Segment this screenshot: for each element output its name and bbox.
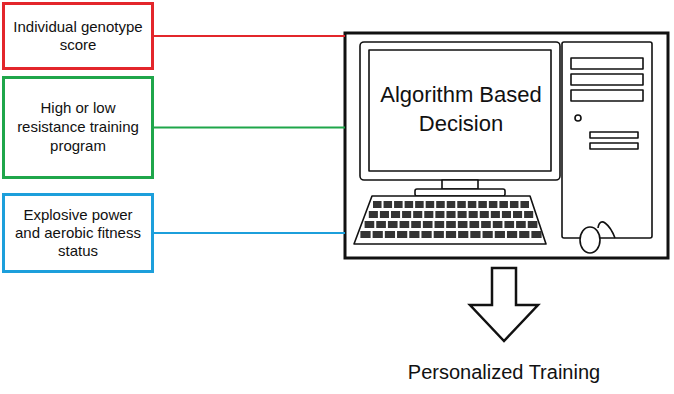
key [480,211,489,218]
key [493,221,503,228]
drive-bay [571,58,643,69]
key [513,211,522,218]
tower-case [562,42,652,238]
key [507,231,517,238]
key [365,221,375,228]
power-button [575,115,581,121]
connector-line [154,35,345,37]
key [369,211,378,218]
connector-line [154,232,345,234]
keyboard [354,196,546,244]
key [411,221,421,228]
mouse-cable [598,222,615,238]
node-text: High or low resistance training program [9,99,147,155]
key [436,201,445,208]
key [376,221,386,228]
key [504,221,514,228]
key [468,201,477,208]
key [458,221,468,228]
key [360,231,370,238]
key [391,211,400,218]
mouse [580,227,600,253]
screen-text-area: Algorithm Based Decision [371,52,551,167]
key [446,221,456,228]
key [469,211,478,218]
key [435,211,444,218]
key [394,201,403,208]
key [470,231,480,238]
key [409,231,419,238]
genotype-input-box: Individual genotype score [2,2,154,70]
key [491,211,500,218]
key [385,231,395,238]
key [516,221,526,228]
key [483,231,493,238]
key [478,201,487,208]
key [502,211,511,218]
monitor-screen [369,50,551,171]
key [447,201,456,208]
key [373,201,382,208]
disk-slot [590,132,638,138]
key [380,211,389,218]
key [373,231,383,238]
output-label: Personalized Training [384,360,624,384]
training-input-box: High or low resistance training program [2,76,154,179]
key [457,201,466,208]
key [458,231,468,238]
monitor-neck [442,180,478,189]
computer-frame [345,33,668,258]
key [531,231,541,238]
key [446,231,456,238]
key [495,231,505,238]
drive-bay [571,90,643,101]
key [469,221,479,228]
key [384,201,393,208]
monitor-base [415,189,505,196]
key [423,221,433,228]
output-arrow [470,268,538,341]
key [519,231,529,238]
key [499,201,508,208]
disk-slot [590,143,638,149]
key [388,221,398,228]
key [435,221,445,228]
key [434,231,444,238]
key [426,201,435,208]
key [405,201,414,208]
key [415,201,424,208]
key [421,231,431,238]
key [446,211,455,218]
key [524,211,533,218]
node-text: Algorithm Based Decision [371,81,551,138]
key [413,211,422,218]
key [520,201,529,208]
fitness-input-box: Explosive power and aerobic fitness stat… [2,193,154,273]
key [489,201,498,208]
key [424,211,433,218]
key [400,221,410,228]
algorithm-computer-box: Algorithm Based Decision [345,33,668,258]
node-text: Explosive power and aerobic fitness stat… [9,206,147,260]
key [458,211,467,218]
monitor-frame [360,42,560,180]
key [397,231,407,238]
drive-bay [571,74,643,85]
key [481,221,491,228]
key [510,201,519,208]
connector-line [154,127,345,129]
key [402,211,411,218]
key [528,221,538,228]
node-text: Individual genotype score [9,18,147,54]
